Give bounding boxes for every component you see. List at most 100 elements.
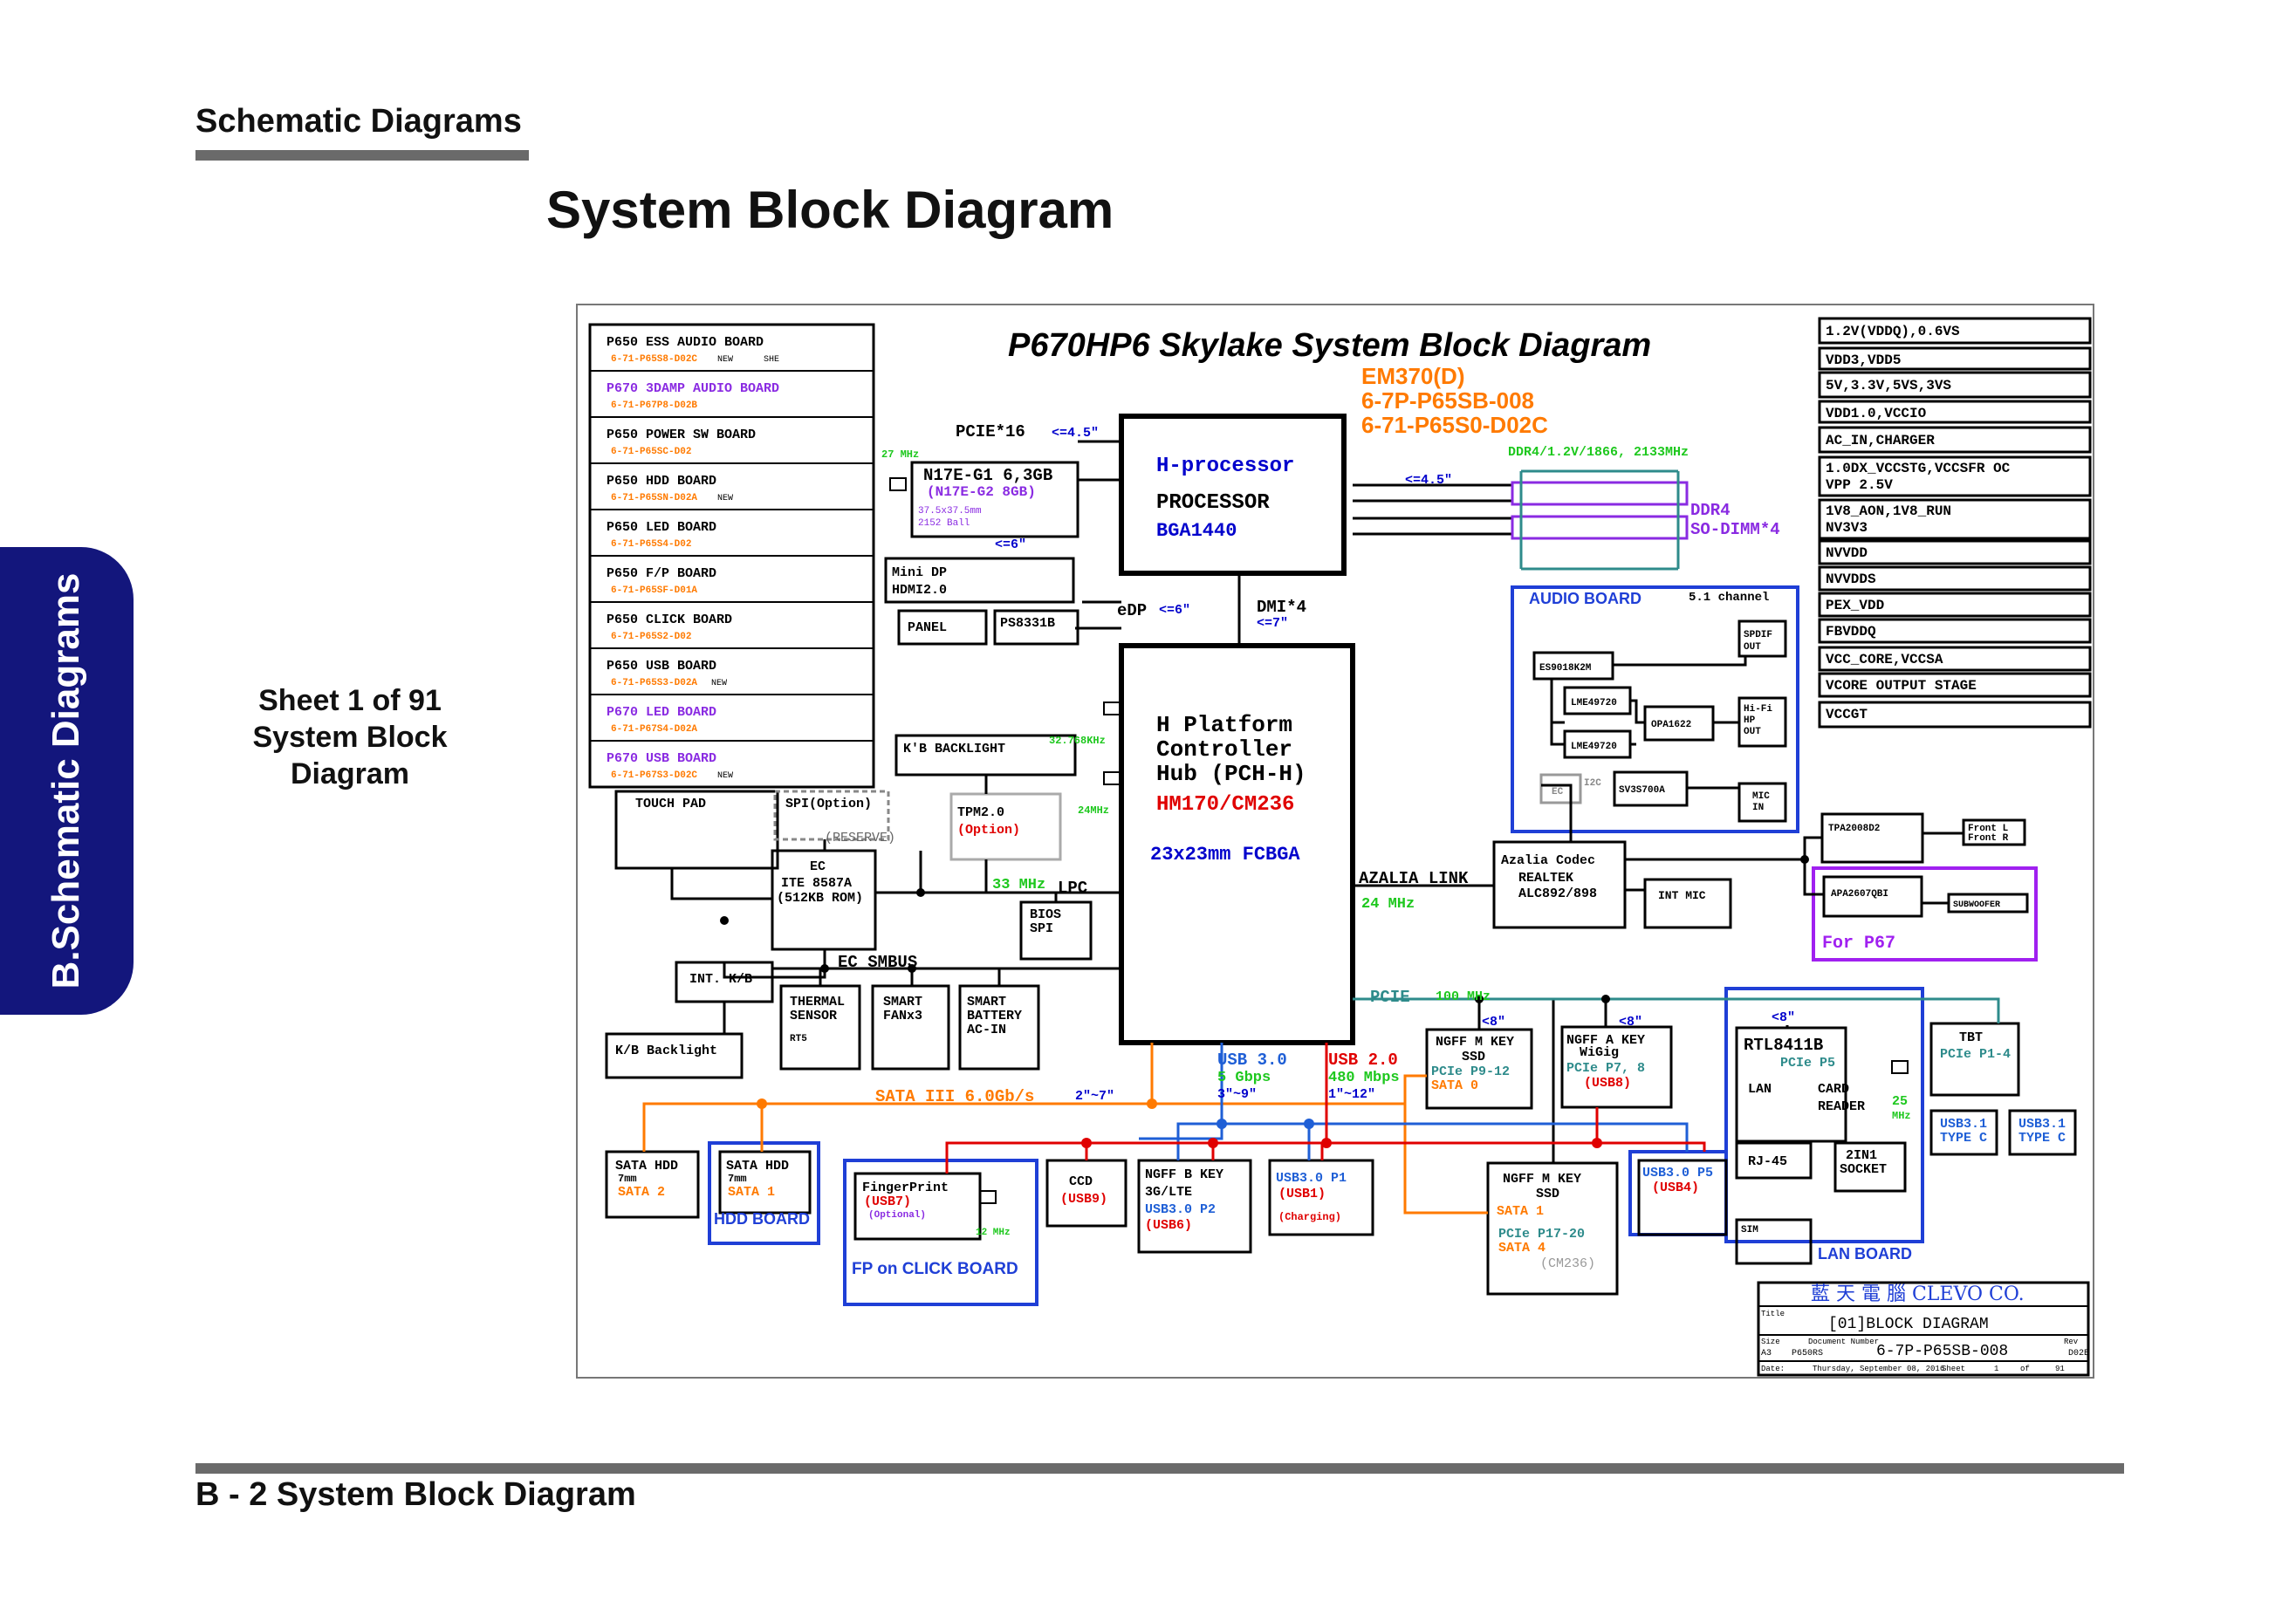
- mic-l2: IN: [1752, 803, 1764, 813]
- front-l2: Front R: [1968, 833, 2009, 844]
- side-tab[interactable]: B.Schematic Diagrams: [0, 547, 134, 1015]
- ngff-b-l2: 3G/LTE: [1145, 1185, 1192, 1200]
- lme2-label: LME49720: [1571, 742, 1617, 752]
- rail-box: [1818, 592, 2092, 618]
- sodimm-label: SO-DIMM*4: [1690, 520, 1780, 539]
- int-kb-label: INT. K/B: [689, 972, 752, 987]
- rail-box: [1818, 317, 2092, 345]
- hdd2-l2: 7mm: [618, 1173, 637, 1185]
- rj45-label: RJ-45: [1748, 1154, 1787, 1169]
- sim-label: SIM: [1741, 1225, 1758, 1235]
- lan-label: LAN: [1748, 1082, 1772, 1097]
- mhz25-l1: 25: [1892, 1094, 1908, 1109]
- rail-box: [1818, 565, 2092, 592]
- ngff-a-l1: NGFF A KEY: [1566, 1033, 1645, 1048]
- touchpad-box: [614, 790, 779, 870]
- for-p67-frame: [1812, 866, 2038, 962]
- hdd2-l1: SATA HDD: [615, 1159, 678, 1174]
- hdd-board-label: HDD BOARD: [714, 1210, 810, 1228]
- es9018-label: ES9018K2M: [1539, 663, 1592, 674]
- dmi-len: <=7": [1257, 616, 1288, 631]
- bios-l1: BIOS: [1030, 907, 1061, 922]
- board-pn: 6-71-P65S3-D02A: [611, 678, 697, 688]
- processor-box: [1119, 414, 1347, 576]
- mhz24-label: 24MHz: [1078, 804, 1109, 817]
- fan-l2: FANx3: [883, 1009, 922, 1023]
- rtl-pcie: PCIe P5: [1780, 1056, 1835, 1071]
- hifi-l3: OUT: [1744, 727, 1761, 737]
- ps8331-label: PS8331B: [1000, 616, 1055, 631]
- rail-box: [1818, 400, 2092, 424]
- ngff-m2-l2: SSD: [1536, 1187, 1559, 1201]
- tb-title: [01]BLOCK DIAGRAM: [1828, 1316, 1989, 1333]
- tb-size-label: Size: [1761, 1338, 1780, 1346]
- fp-l2: (USB7): [864, 1194, 911, 1209]
- tbt-box: [1929, 1022, 2020, 1097]
- hdd1-box: [718, 1150, 812, 1215]
- opa-label: OPA1622: [1651, 720, 1691, 730]
- fp-board-label: FP on CLICK BOARD: [852, 1260, 1018, 1278]
- ngff-b-l3: USB3.0 P2: [1145, 1202, 1216, 1217]
- hdmi-label: HDMI2.0: [892, 583, 947, 598]
- usbp1-l3: (Charging): [1278, 1211, 1341, 1223]
- ddr4-label: DDR4: [1690, 501, 1731, 520]
- tb-date: Thursday, September 08, 2016: [1813, 1365, 1944, 1373]
- rail-box: [1818, 371, 2092, 399]
- page-title: System Block Diagram: [546, 181, 1114, 239]
- ngff-m2-l1: NGFF M KEY: [1503, 1172, 1581, 1187]
- gpu-l1: N17E-G1 6,3GB: [923, 466, 1052, 485]
- spi-option-box: [773, 790, 890, 841]
- tpm-label: TPM2.0: [957, 805, 1004, 820]
- azalia-label: AZALIA LINK: [1359, 869, 1469, 888]
- kb-backlight-label: K'B BACKLIGHT: [903, 742, 1005, 756]
- lt8-label: <8": [1772, 1010, 1795, 1025]
- ec-l2: ITE 8587A: [781, 876, 852, 891]
- lpc-label: LPC: [1058, 879, 1087, 898]
- pch-l1: H Platform: [1156, 712, 1292, 738]
- fp-l3: (Optional): [868, 1210, 926, 1221]
- board-pn: 6-71-P65S2-D02: [611, 632, 691, 642]
- fan-l1: SMART: [883, 995, 922, 1009]
- channel-label: 5.1 channel: [1689, 591, 1769, 605]
- bios-l2: SPI: [1030, 921, 1053, 936]
- hifi-l2: HP: [1744, 715, 1756, 726]
- fp-box: [853, 1172, 982, 1241]
- spdif-box: [1737, 619, 1787, 658]
- lan-board-frame: [1724, 987, 1924, 1243]
- rail-label: VCC_CORE,VCCSA: [1826, 652, 1943, 667]
- sheet-info: Sheet 1 of 91 System Block Diagram: [227, 682, 473, 792]
- board-tag: NEW: [717, 355, 733, 365]
- codec-l2: REALTEK: [1518, 871, 1573, 886]
- board-pn: 6-71-P65SC-D02: [611, 447, 691, 457]
- board-pn: 6-71-P67P8-D02B: [611, 400, 697, 411]
- pch-l3: Hub (PCH-H): [1156, 761, 1306, 787]
- board-pn: 6-71-P67S3-D02C: [611, 770, 697, 781]
- tb-size: A3: [1761, 1349, 1772, 1359]
- usbp5-box: [1637, 1159, 1728, 1236]
- usb20-speed: 480 Mbps: [1328, 1070, 1400, 1086]
- sata-len: 2"~7": [1075, 1089, 1114, 1104]
- typec1-l2: TYPE C: [1940, 1131, 1987, 1146]
- board-tag: NEW: [711, 679, 727, 688]
- rail-label: 1.0DX_VCCSTG,VCCSFR OC: [1826, 461, 2011, 476]
- rj45-box: [1735, 1141, 1813, 1180]
- dmi-label: DMI*4: [1257, 598, 1306, 617]
- ec-small-box: [1539, 773, 1582, 804]
- pcie16-label: PCIE*16: [956, 422, 1025, 441]
- thermal-l1: THERMAL: [790, 995, 845, 1009]
- mhz12-label: 12 MHz: [976, 1228, 1011, 1238]
- hdd1-l3: SATA 1: [728, 1185, 775, 1200]
- board-name: P650 POWER SW BOARD: [607, 428, 756, 442]
- pcie-bus-label: PCIE: [1370, 988, 1410, 1007]
- ngff-m2-l3: SATA 1: [1497, 1204, 1544, 1219]
- em-line-1: EM370(D): [1361, 363, 1464, 389]
- hdd2-box: [605, 1150, 700, 1219]
- le45-label: <=4.5": [1405, 473, 1452, 488]
- diagram-title: P670HP6 Skylake System Block Diagram: [1008, 327, 1651, 364]
- battery-l1: SMART: [967, 995, 1006, 1009]
- schematic-frame: [576, 304, 2094, 1379]
- ec-l1: EC: [810, 859, 826, 874]
- board-tag: NEW: [717, 494, 733, 503]
- tb-docnum-label: Document Number: [1808, 1338, 1879, 1346]
- usb30-len: 3"~9": [1217, 1087, 1257, 1102]
